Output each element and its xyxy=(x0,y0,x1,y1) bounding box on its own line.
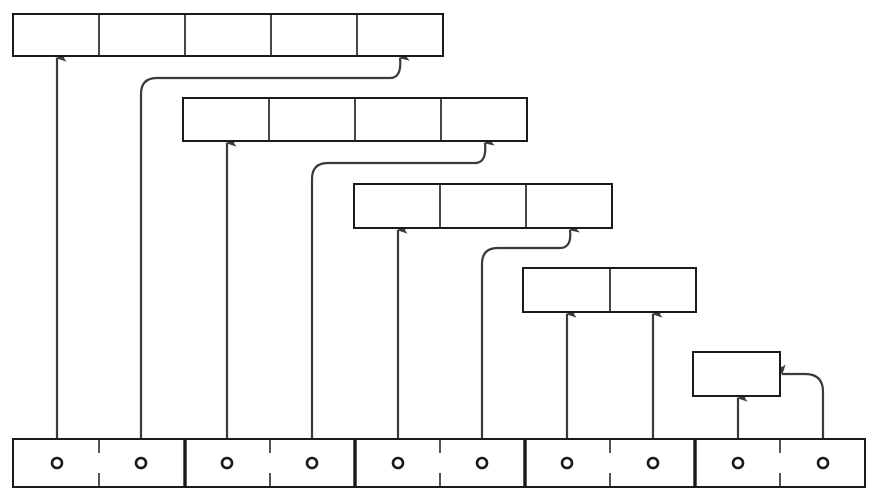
base-pointer-dot xyxy=(50,456,64,470)
base-pointer-dot xyxy=(560,456,574,470)
base-pointer-dot xyxy=(475,456,489,470)
base-pointer-dot xyxy=(731,456,745,470)
base-pointer-dot xyxy=(816,456,830,470)
level-1-row xyxy=(12,13,444,57)
curve-base-3-to-level-2 xyxy=(310,138,495,463)
base-pointer-dot xyxy=(220,456,234,470)
base-pointer-dot xyxy=(305,456,319,470)
curve-base-1-to-level-1 xyxy=(139,53,410,463)
base-array-row xyxy=(12,438,866,488)
base-pointer-dot xyxy=(391,456,405,470)
curve-base-5-to-level-3 xyxy=(480,225,580,463)
curve-base-9-to-level-5 xyxy=(778,364,825,463)
level-3-row xyxy=(353,183,613,229)
base-pointer-dot xyxy=(134,456,148,470)
base-pointer-dot xyxy=(646,456,660,470)
level-5-row xyxy=(692,351,781,397)
